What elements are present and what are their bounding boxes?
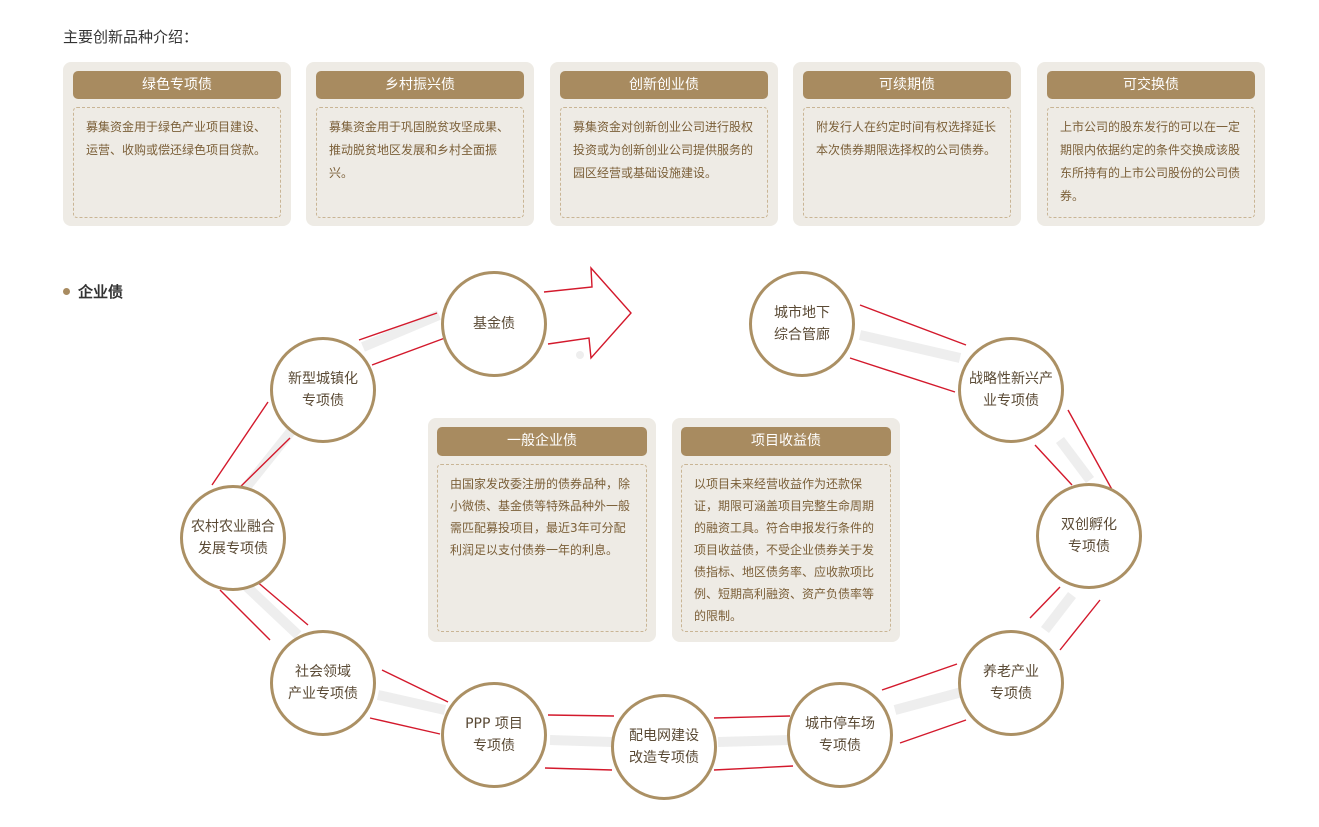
card-project-revenue-bond: 项目收益债 以项目未来经营收益作为还款保证，期限可涵盖项目完整生命周期的融资工具… xyxy=(672,418,900,642)
card-desc: 募集资金用于巩固脱贫攻坚成果、推动脱贫地区发展和乡村全面振兴。 xyxy=(316,107,524,218)
section-title: 企业债 xyxy=(63,281,123,302)
connector-parking-elderly xyxy=(881,663,967,744)
card-title: 项目收益债 xyxy=(681,427,891,456)
node-utility-tunnel-bond: 城市地下 综合管廊 xyxy=(749,271,855,377)
node-urbanization-bond: 新型城镇化 专项债 xyxy=(270,337,376,443)
card-title: 乡村振兴债 xyxy=(316,71,524,99)
node-power-grid-bond: 配电网建设 改造专项债 xyxy=(611,694,717,800)
card-desc: 募集资金用于绿色产业项目建设、运营、收购或偿还绿色项目贷款。 xyxy=(73,107,281,218)
card-desc: 上市公司的股东发行的可以在一定期限内依据约定的条件交换成该股东所持有的上市公司股… xyxy=(1047,107,1255,218)
connector-bands xyxy=(211,304,1116,771)
connector-elderly-incubation xyxy=(1029,586,1101,651)
node-ppp-bond: PPP 项目 专项债 xyxy=(441,682,547,788)
node-rural-integration-bond: 农村农业融合 发展专项债 xyxy=(180,485,286,591)
card-title: 一般企业债 xyxy=(437,427,647,456)
card-desc: 募集资金对创新创业公司进行股权投资或为创新创业公司提供服务的园区经营或基础设施建… xyxy=(560,107,768,218)
connector-social-ppp xyxy=(369,669,449,735)
card-general-enterprise-bond: 一般企业债 由国家发改委注册的债券品种，除小微债、基金债等特殊品种外一般需匹配募… xyxy=(428,418,656,642)
card-title: 创新创业债 xyxy=(560,71,768,99)
connector-grid-parking xyxy=(713,715,794,771)
card-rural-revitalization-bond: 乡村振兴债 募集资金用于巩固脱贫攻坚成果、推动脱贫地区发展和乡村全面振兴。 xyxy=(306,62,534,226)
connector-tunnel-strategic xyxy=(849,304,967,393)
node-social-field-bond: 社会领域 产业专项债 xyxy=(270,630,376,736)
node-innovation-incubation-bond: 双创孵化 专项债 xyxy=(1036,483,1142,589)
card-green-bond: 绿色专项债 募集资金用于绿色产业项目建设、运营、收购或偿还绿色项目贷款。 xyxy=(63,62,291,226)
node-fund-bond: 基金债 xyxy=(441,271,547,377)
card-renewable-bond: 可续期债 附发行人在约定时间有权选择延长本次债券期限选择权的公司债券。 xyxy=(793,62,1021,226)
connector-urbanization-fund xyxy=(358,310,446,366)
card-title: 可交换债 xyxy=(1047,71,1255,99)
card-title: 可续期债 xyxy=(803,71,1011,99)
connector-strategic-incubation xyxy=(1034,409,1116,496)
connector-ppp-grid xyxy=(544,714,615,771)
card-exchangeable-bond: 可交换债 上市公司的股东发行的可以在一定期限内依据约定的条件交换成该股东所持有的… xyxy=(1037,62,1265,226)
card-desc: 由国家发改委注册的债券品种，除小微债、基金债等特殊品种外一般需匹配募投项目，最近… xyxy=(437,464,647,632)
bullet-dot-icon xyxy=(63,288,70,295)
card-title: 绿色专项债 xyxy=(73,71,281,99)
page-title: 主要创新品种介绍： xyxy=(63,28,199,46)
node-elderly-care-bond: 养老产业 专项债 xyxy=(958,630,1064,736)
connector-rural-social xyxy=(219,579,309,641)
node-parking-bond: 城市停车场 专项债 xyxy=(787,682,893,788)
card-desc: 以项目未来经营收益作为还款保证，期限可涵盖项目完整生命周期的融资工具。符合申报发… xyxy=(681,464,891,632)
arrow-right-icon xyxy=(543,266,632,360)
card-desc: 附发行人在约定时间有权选择延长本次债券期限选择权的公司债券。 xyxy=(803,107,1011,218)
card-innovation-startup-bond: 创新创业债 募集资金对创新创业公司进行股权投资或为创新创业公司提供服务的园区经营… xyxy=(550,62,778,226)
node-strategic-industry-bond: 战略性新兴产 业专项债 xyxy=(958,337,1064,443)
